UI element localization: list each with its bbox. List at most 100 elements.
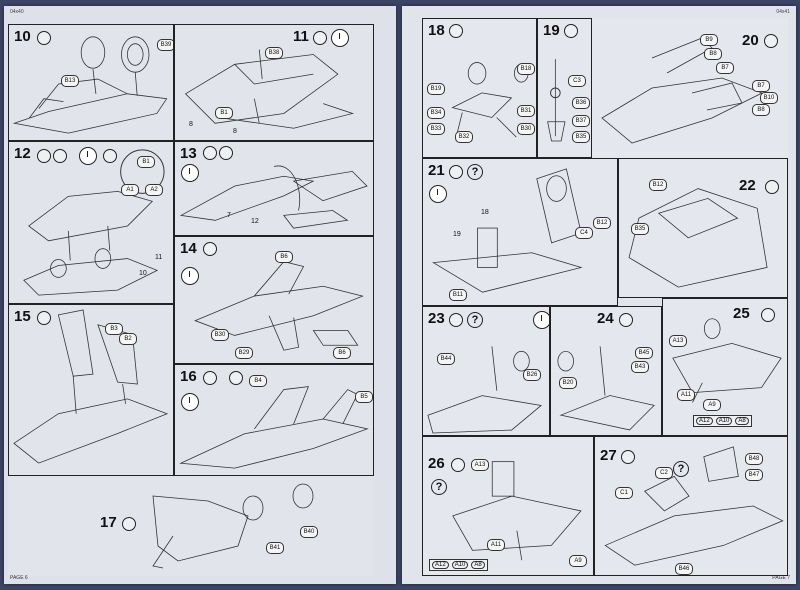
assembly-drawing xyxy=(604,446,784,566)
part-label: B35 xyxy=(631,223,649,235)
step-number: 27 xyxy=(600,447,617,464)
part-label: C2 xyxy=(655,467,673,479)
step-number: 16 xyxy=(180,368,197,385)
part-label: B29 xyxy=(235,347,253,359)
glue-icon xyxy=(313,31,327,45)
part-label: B26 xyxy=(523,369,541,381)
paint-mix-box: A12 A10 A8 xyxy=(693,415,752,427)
step-17-panel: 17 B40 B41 xyxy=(8,476,374,576)
step-27-panel: 27 ? C2 C1 B48 B47 B46 xyxy=(594,436,788,576)
part-label: B19 xyxy=(427,83,445,95)
part-number: 8 xyxy=(233,128,237,135)
help-icon: ? xyxy=(431,479,447,495)
wait-clock-icon xyxy=(331,29,349,47)
part-label: B33 xyxy=(427,123,445,135)
part-label: A9 xyxy=(569,555,587,567)
assembly-drawing xyxy=(547,59,566,142)
part-label: A12 xyxy=(432,561,449,569)
part-label: B4 xyxy=(249,375,267,387)
step-number: 22 xyxy=(739,177,756,194)
assembly-drawing xyxy=(12,36,168,134)
wait-clock-icon xyxy=(79,147,97,165)
part-label: B48 xyxy=(745,453,763,465)
wait-clock-icon xyxy=(429,185,447,203)
part-label: B34 xyxy=(427,107,445,119)
step-number: 24 xyxy=(597,310,614,327)
step-13-panel: 13 7 12 xyxy=(174,141,374,236)
part-label: B12 xyxy=(649,179,667,191)
step-16-panel: 16 B4 B5 xyxy=(174,364,374,476)
step-26-panel: 26 ? A13 A11 A9 A12 A10 A8 xyxy=(422,436,594,576)
page-header-code: 04x40 xyxy=(10,9,24,15)
step-number: 13 xyxy=(180,145,197,162)
part-label: B10 xyxy=(760,92,778,104)
part-label: B3 xyxy=(105,323,123,335)
help-icon: ? xyxy=(467,312,483,328)
part-label: A10 xyxy=(715,417,733,425)
glue-icon xyxy=(621,450,635,464)
step-25-panel: 25 A13 A11 A9 A12 A10 A8 xyxy=(662,298,788,436)
step-15-panel: 15 B3 B2 xyxy=(8,304,174,476)
part-label: B1 xyxy=(215,107,233,119)
step-24-panel: 24 B45 B43 B20 xyxy=(550,306,662,436)
part-label: B30 xyxy=(517,123,535,135)
assembly-drawing xyxy=(672,318,782,403)
part-number: 7 xyxy=(227,212,231,219)
wait-clock-icon xyxy=(181,393,199,411)
step-number: 20 xyxy=(742,32,759,49)
help-icon: ? xyxy=(467,164,483,180)
part-label: A2 xyxy=(145,184,163,196)
part-label: B46 xyxy=(675,563,693,575)
help-icon: ? xyxy=(673,461,689,477)
step-number: 12 xyxy=(14,145,31,162)
step-21-panel: 21 ? 18 19 B12 C4 B11 xyxy=(422,158,618,306)
part-label: B35 xyxy=(572,131,590,143)
part-label: B41 xyxy=(266,542,284,554)
part-label: B8 xyxy=(704,48,722,60)
glue-icon xyxy=(103,149,117,163)
assembly-drawing xyxy=(23,149,165,296)
assembly-drawing xyxy=(451,62,529,138)
step-18-panel: 18 B19 B34 B33 B32 B18 B31 B30 xyxy=(422,18,537,158)
part-label: A12 xyxy=(696,417,713,425)
part-label: A11 xyxy=(677,389,695,401)
glue-icon xyxy=(449,165,463,179)
assembly-drawing xyxy=(628,188,768,288)
glue-icon xyxy=(764,34,778,48)
paint-icon xyxy=(53,149,67,163)
step-number: 14 xyxy=(180,240,197,257)
part-number: 11 xyxy=(155,254,163,261)
step-number: 25 xyxy=(733,305,750,322)
wait-clock-icon xyxy=(533,311,549,329)
step-number: 21 xyxy=(428,162,445,179)
part-label: C1 xyxy=(615,487,633,499)
step-number: 10 xyxy=(14,28,31,45)
part-label: B2 xyxy=(119,333,137,345)
part-label: B7 xyxy=(752,80,770,92)
part-label: B37 xyxy=(572,115,590,127)
part-label: B18 xyxy=(517,63,535,75)
glue-icon xyxy=(619,313,633,327)
step-20-panel: 20 B9 B8 B7 B7 B10 B8 xyxy=(592,18,788,158)
glue-icon xyxy=(761,308,775,322)
assembly-drawing xyxy=(179,386,369,469)
part-label: B43 xyxy=(631,361,649,373)
glue-icon xyxy=(203,371,217,385)
glue-icon xyxy=(37,311,51,325)
part-label: B7 xyxy=(716,62,734,74)
glue-icon xyxy=(203,146,217,160)
glue-icon xyxy=(203,242,217,256)
part-number: 19 xyxy=(453,231,461,238)
step-number: 26 xyxy=(428,455,445,472)
part-label: B47 xyxy=(745,469,763,481)
part-label: A1 xyxy=(121,184,139,196)
part-label: A8 xyxy=(471,561,485,569)
part-label: A11 xyxy=(487,539,505,551)
cement-star-icon xyxy=(229,371,243,385)
part-label: B12 xyxy=(593,217,611,229)
part-label: B32 xyxy=(455,131,473,143)
assembly-drawing xyxy=(184,49,355,129)
page-footer: PAGE 6 xyxy=(10,575,28,581)
part-label: A10 xyxy=(451,561,469,569)
